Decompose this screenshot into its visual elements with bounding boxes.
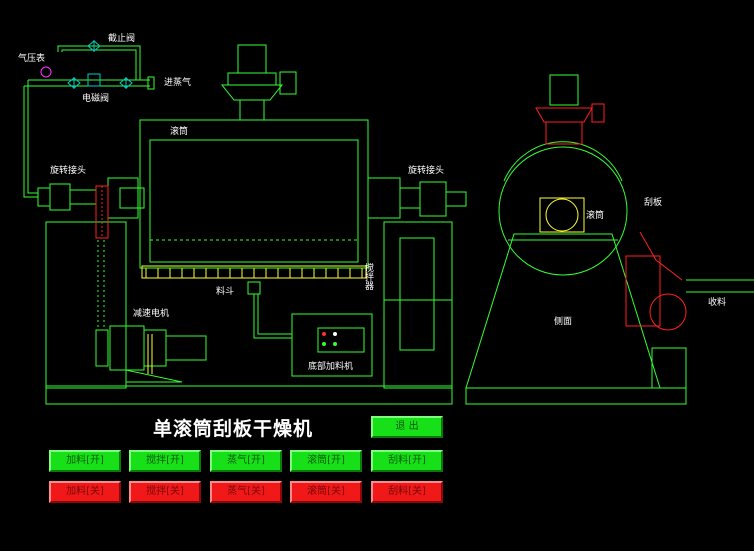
left-shaft [37, 177, 145, 389]
label-rotary-joint-right: 旋转接头 [408, 164, 444, 176]
top-feed-hopper [220, 44, 297, 121]
stir-off-button[interactable]: 搅拌[关] [129, 481, 201, 503]
label-steam-inlet: 进蒸气 [164, 76, 191, 88]
stir-on-button[interactable]: 搅拌[开] [129, 450, 201, 472]
label-side-drum: 滚筒 [586, 209, 604, 221]
scrape-on-button[interactable]: 刮料[开] [371, 450, 443, 472]
label-drum: 滚筒 [170, 125, 188, 137]
reducer-motor [95, 325, 207, 383]
label-scraper: 刮板 [644, 196, 662, 208]
steam-off-button[interactable]: 蒸气[关] [210, 481, 282, 503]
side-view [465, 74, 754, 405]
right-shaft [367, 177, 467, 389]
page-title: 单滚筒刮板干燥机 [152, 418, 313, 440]
pressure-gauge-icon [40, 66, 52, 78]
label-stirrer: 搅拌器 [363, 262, 374, 290]
scraper-red-part [625, 255, 661, 327]
label-side-view: 侧面 [554, 315, 572, 327]
drum-off-button[interactable]: 滚筒[关] [290, 481, 362, 503]
feed-off-button[interactable]: 加料[关] [49, 481, 121, 503]
scrape-off-button[interactable]: 刮料[关] [371, 481, 443, 503]
label-hopper: 料斗 [216, 285, 234, 297]
drum-assembly [139, 119, 369, 339]
steam-piping [23, 45, 155, 198]
label-reducer-motor: 减速电机 [133, 307, 169, 319]
bottom-feeder-box [291, 313, 373, 377]
label-solenoid-valve: 电磁阀 [82, 92, 109, 104]
label-stop-valve: 截止阀 [108, 32, 135, 44]
steam-on-button[interactable]: 蒸气[开] [210, 450, 282, 472]
label-collect: 收料 [708, 296, 726, 308]
machine-base [45, 385, 453, 405]
label-rotary-joint-left: 旋转接头 [50, 164, 86, 176]
label-bottom-feeder: 底部加料机 [308, 360, 353, 372]
exit-button[interactable]: 退 出 [371, 416, 443, 438]
drum-on-button[interactable]: 滚筒[开] [290, 450, 362, 472]
label-pressure-gauge: 气压表 [18, 52, 45, 64]
feed-on-button[interactable]: 加料[开] [49, 450, 121, 472]
